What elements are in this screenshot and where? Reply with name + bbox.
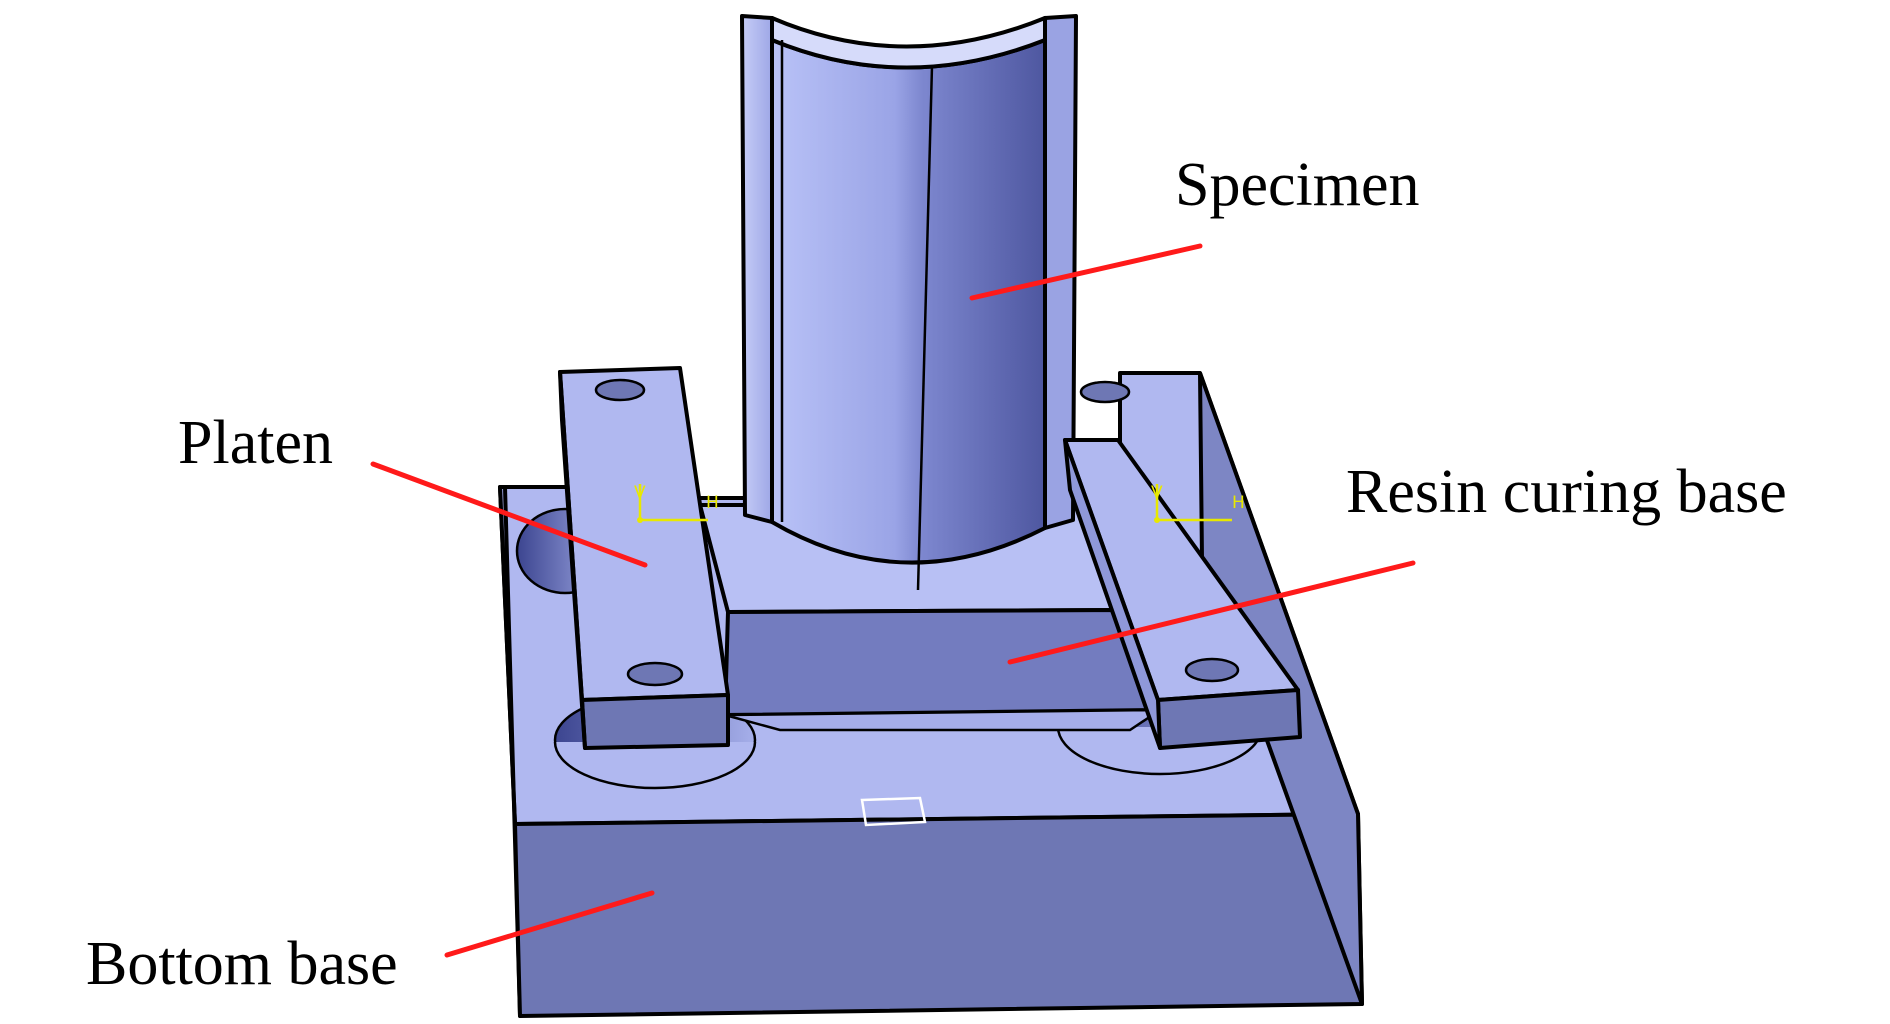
platen-right-front: [1156, 688, 1302, 750]
leader-lines: [370, 243, 1416, 958]
hole-left-front-rim: [553, 741, 757, 790]
specimen-left-wall: [740, 14, 774, 524]
label-platen: Platen: [178, 409, 333, 477]
leader-specimen: [969, 243, 1203, 301]
leader-bottom-base: [444, 890, 655, 958]
axis-left-v-label: V: [634, 483, 646, 503]
leader-platen: [370, 461, 648, 568]
platen-left-hole-bottom: [626, 661, 684, 687]
specimen-seam: [916, 65, 934, 591]
axis-marker-left: V H: [634, 483, 719, 523]
platen-left-top: [558, 366, 730, 702]
platen-right-side: [1063, 438, 1162, 750]
axis-right-h-label: H: [1232, 493, 1245, 513]
base-right-hole-top: [1079, 380, 1131, 404]
label-resin-curing-base: Resin curing base: [1346, 458, 1787, 526]
edge-marker: [860, 796, 927, 827]
axis-marker-right: V H: [1151, 483, 1245, 523]
leader-resin-base: [1007, 560, 1416, 665]
label-bottom-base: Bottom base: [86, 930, 398, 998]
platen-left-side: [558, 370, 587, 750]
platen-right-hole: [1184, 657, 1240, 683]
platen-left: [558, 366, 730, 750]
specimen-body: [770, 38, 1047, 565]
axis-left-origin: [637, 517, 643, 523]
platen-left-front: [580, 693, 730, 750]
platen-right: [1063, 380, 1302, 750]
axis-right-v-label: V: [1151, 483, 1163, 503]
platen-left-hole-top: [594, 378, 646, 402]
label-specimen: Specimen: [1175, 151, 1420, 219]
axis-right-origin: [1154, 517, 1160, 523]
resin-base-floor: [724, 708, 1165, 732]
specimen-top-lip: [770, 16, 1047, 70]
specimen: [740, 14, 1078, 591]
axis-left-h-label: H: [706, 493, 719, 513]
bottom-base-front-face: [513, 812, 1364, 1018]
labels: Specimen Platen Resin curing base Bottom…: [86, 151, 1787, 998]
resin-base-channel: [723, 608, 1162, 717]
